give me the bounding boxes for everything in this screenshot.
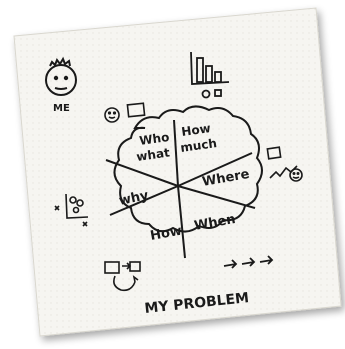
me-label: ME bbox=[53, 103, 70, 114]
